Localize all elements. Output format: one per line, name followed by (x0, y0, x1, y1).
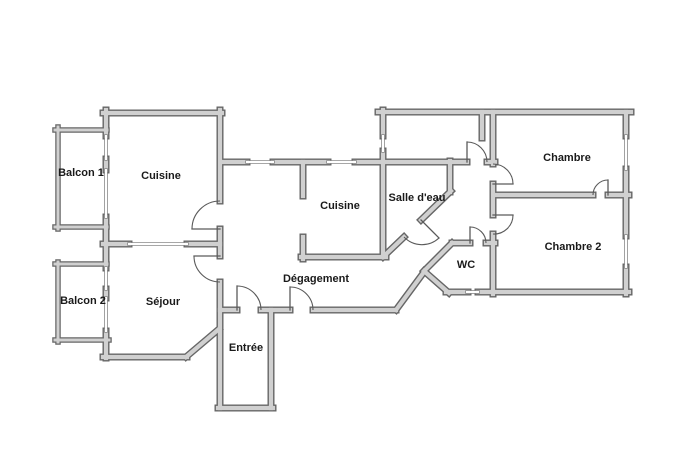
wall-segment-fill (393, 269, 427, 313)
room-label-sejour: Séjour (146, 296, 181, 308)
door-swing-arc (403, 236, 440, 246)
room-label-salle-deau: Salle d'eau (388, 192, 445, 204)
room-label-chambre: Chambre (543, 152, 591, 164)
door-swing-arc (466, 141, 488, 163)
wall-segment-fill (418, 188, 454, 223)
room-label-balcon-1: Balcon 1 (58, 167, 104, 179)
wall-segment-fill (380, 234, 407, 260)
room-label-degagement: Dégagement (283, 273, 349, 285)
door-swing-arc (469, 226, 487, 244)
door-swing-arc (289, 286, 314, 311)
doors-layer (191, 141, 609, 311)
room-label-balcon-2: Balcon 2 (60, 295, 106, 307)
door-swing-arc (492, 163, 514, 185)
wall-segment-fill (421, 268, 452, 296)
room-label-entree: Entrée (229, 342, 263, 354)
walls-layer (52, 106, 635, 412)
door-swing-arc (236, 285, 262, 311)
room-label-cuisine-1: Cuisine (141, 170, 181, 182)
wall-segment-fill (183, 326, 222, 360)
door-swing-arc (191, 200, 221, 230)
door-swing-arc (193, 255, 221, 283)
wall-segment-fill (421, 240, 455, 274)
labels-layer: Balcon 1 Cuisine Balcon 2 Séjour Entrée … (58, 152, 601, 354)
room-label-wc: WC (457, 259, 475, 271)
door-leaf (420, 219, 440, 239)
room-label-chambre-2: Chambre 2 (545, 241, 602, 253)
windows-layer (104, 134, 628, 333)
room-label-cuisine-2: Cuisine (320, 200, 360, 212)
door-swing-arc (492, 214, 514, 235)
door-swing-arc (592, 179, 609, 196)
